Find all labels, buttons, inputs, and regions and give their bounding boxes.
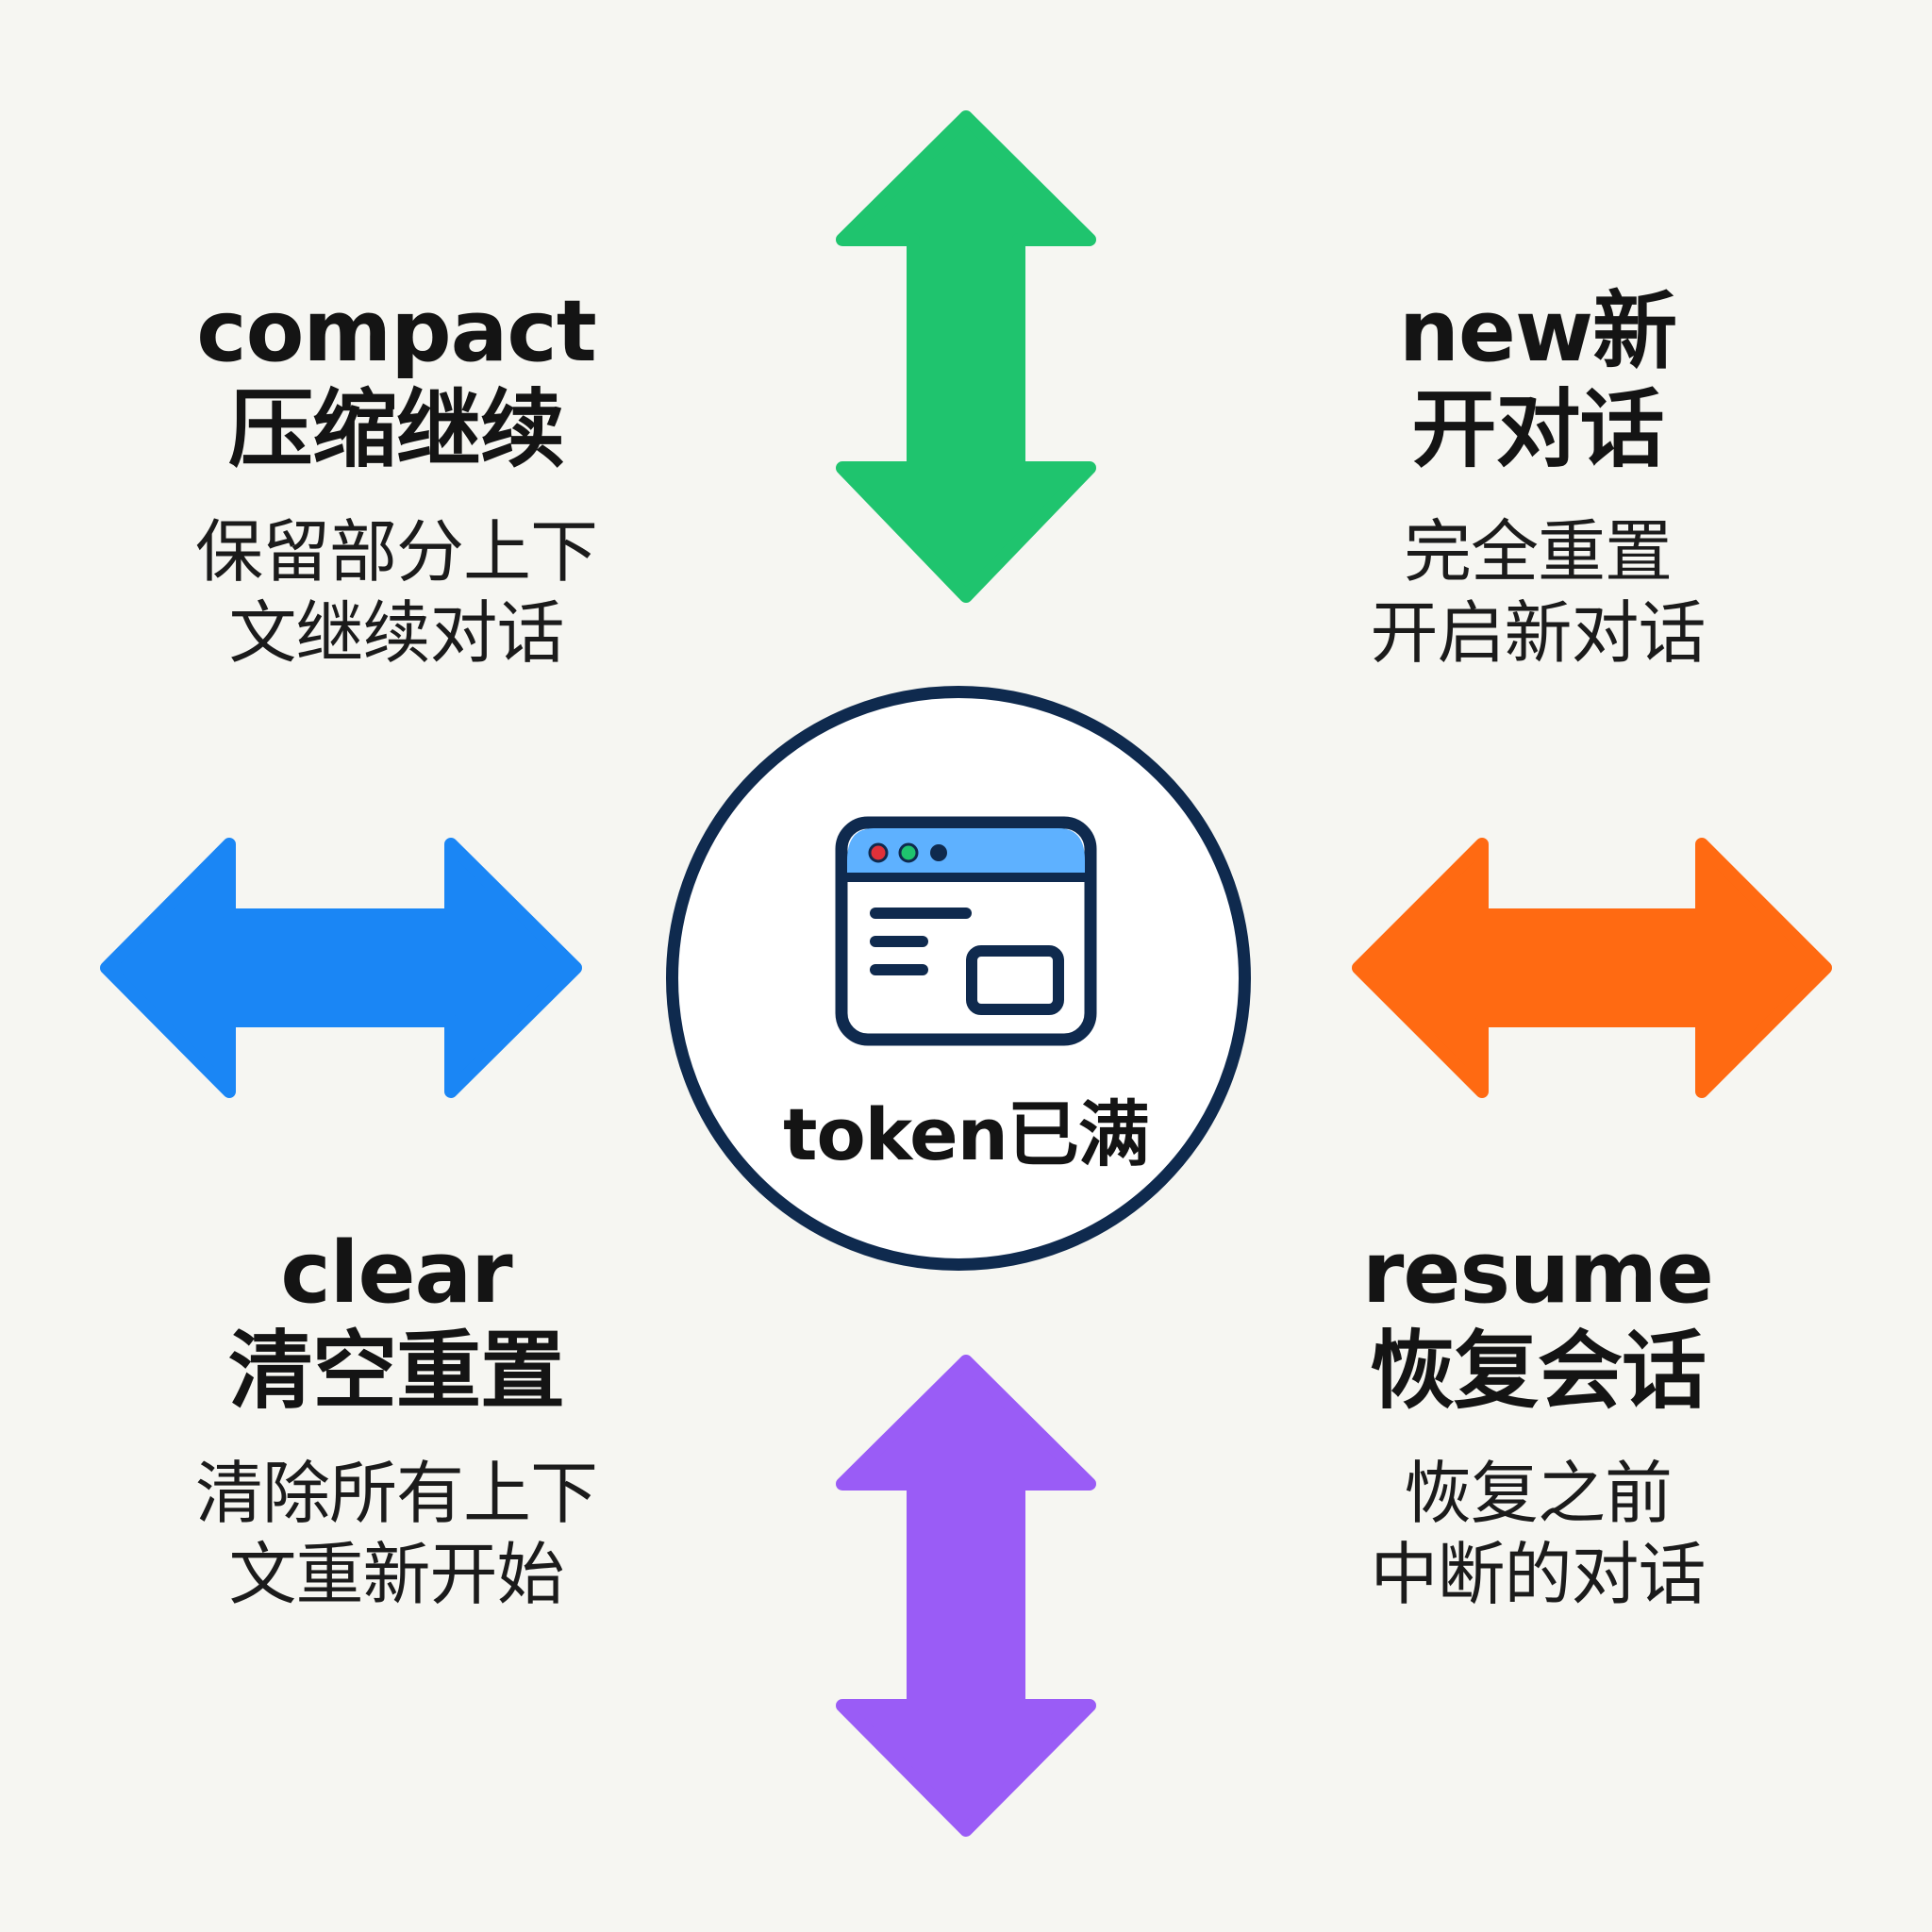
option-resume: resume 恢复会话 恢复之前 中断的对话 xyxy=(1274,1224,1802,1615)
resume-desc-line1: 恢复之前 xyxy=(1403,1454,1673,1533)
clear-desc-line2: 文重新开始 xyxy=(228,1535,564,1614)
clear-name: 清空重置 xyxy=(228,1322,565,1421)
new-name: 开对话 xyxy=(1411,380,1665,479)
compact-name: 压缩继续 xyxy=(228,380,565,479)
orange-double-arrow xyxy=(1352,838,1832,1098)
resume-desc-line2: 中断的对话 xyxy=(1370,1535,1706,1614)
blue-double-arrow xyxy=(100,838,582,1098)
option-compact: compact 压缩继续 保留部分上下 文继续对话 xyxy=(132,283,660,674)
center-title: token已满 xyxy=(783,1092,1150,1176)
resume-command: resume xyxy=(1362,1224,1714,1323)
compact-desc-line2: 文继续对话 xyxy=(228,593,564,673)
clear-desc-line1: 清除所有上下 xyxy=(194,1454,598,1533)
green-double-arrow xyxy=(836,110,1096,603)
compact-desc-line1: 保留部分上下 xyxy=(194,512,598,591)
new-command: new新 xyxy=(1398,282,1677,381)
new-desc-line2: 开启新对话 xyxy=(1370,593,1706,673)
new-desc-line1: 完全重置 xyxy=(1403,512,1673,591)
clear-command: clear xyxy=(280,1224,512,1323)
compact-command: compact xyxy=(196,282,597,381)
option-new: new新 开对话 完全重置 开启新对话 xyxy=(1274,283,1802,674)
option-clear: clear 清空重置 清除所有上下 文重新开始 xyxy=(132,1224,660,1615)
resume-name: 恢复会话 xyxy=(1370,1322,1707,1421)
purple-double-arrow xyxy=(836,1355,1096,1837)
